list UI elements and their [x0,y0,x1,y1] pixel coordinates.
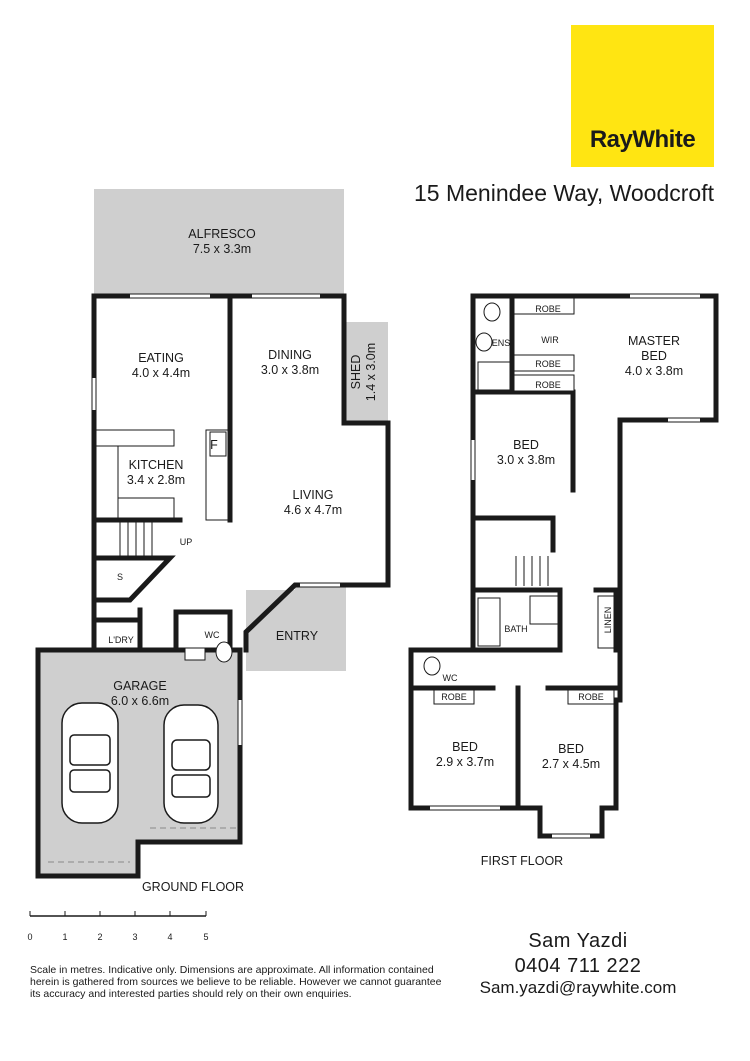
bed-1-label: BED [513,438,539,452]
first-floor-plan: MASTER BED 4.0 x 3.8m ROBE ROBE ROBE WIR… [408,293,719,868]
bath-label: BATH [504,624,527,634]
alfresco-label: ALFRESCO [188,227,256,241]
robe-label: ROBE [441,692,467,702]
ens-label: ENS [492,338,511,348]
scale-tick: 5 [203,932,208,942]
storage-label: S [117,572,123,582]
scale-tick: 2 [97,932,102,942]
car-icon [163,704,219,824]
scale-tick: 0 [27,932,32,942]
kitchen-label: KITCHEN [129,458,184,472]
master-bed-size: 4.0 x 3.8m [625,364,683,378]
scale-bar: 0 1 2 3 4 5 [27,911,209,942]
alfresco-area [94,189,344,296]
garage-size: 6.0 x 6.6m [111,694,169,708]
entry-label: ENTRY [276,629,319,643]
alfresco-size: 7.5 x 3.3m [193,242,251,256]
upper-wc-label: WC [443,673,458,683]
eating-label: EATING [138,351,184,365]
fridge-label: F [210,438,218,452]
wir-label: WIR [541,335,559,345]
shed-size: 1.4 x 3.0m [364,343,378,401]
bed-2-size: 2.9 x 3.7m [436,755,494,769]
dining-label: DINING [268,348,312,362]
bed-3-size: 2.7 x 4.5m [542,757,600,771]
property-address: 15 Menindee Way, Woodcroft [414,180,714,206]
living-label: LIVING [293,488,334,502]
bed-2-label: BED [452,740,478,754]
shed-label: SHED [349,355,363,390]
garage-label: GARAGE [113,679,167,693]
agent-name: Sam Yazdi [528,930,628,952]
bed-3-label: BED [558,742,584,756]
living-size: 4.6 x 4.7m [284,503,342,517]
master-bed-label-2: BED [641,349,667,363]
scale-tick: 4 [167,932,172,942]
disclaimer-text: Scale in metres. Indicative only. Dimens… [30,964,442,1000]
kitchen-size: 3.4 x 2.8m [127,473,185,487]
ground-floor-plan: ALFRESCO 7.5 x 3.3m EATING 4.0 x 4.4m DI… [35,189,391,894]
agent-email[interactable]: Sam.yazdi@raywhite.com [479,978,677,997]
eating-size: 4.0 x 4.4m [132,366,190,380]
logo-text: RayWhite [589,126,696,153]
raywhite-logo: RayWhite [571,25,714,167]
ground-wc-label: WC [205,630,220,640]
first-floor-label: FIRST FLOOR [481,854,563,868]
stairs-up-label: UP [180,537,193,547]
agent-phone[interactable]: 0404 711 222 [514,955,642,977]
scale-tick: 1 [62,932,67,942]
ground-floor-label: GROUND FLOOR [142,880,244,894]
master-bed-label: MASTER [628,334,680,348]
scale-tick: 3 [132,932,137,942]
car-icon [61,702,119,824]
linen-label: LINEN [603,607,613,634]
laundry-label: L'DRY [108,635,134,645]
dining-size: 3.0 x 3.8m [261,363,319,377]
robe-label: ROBE [535,380,561,390]
bed-1-size: 3.0 x 3.8m [497,453,555,467]
robe-label: ROBE [535,359,561,369]
robe-label: ROBE [578,692,604,702]
robe-label: ROBE [535,304,561,314]
shed-area [344,322,388,423]
